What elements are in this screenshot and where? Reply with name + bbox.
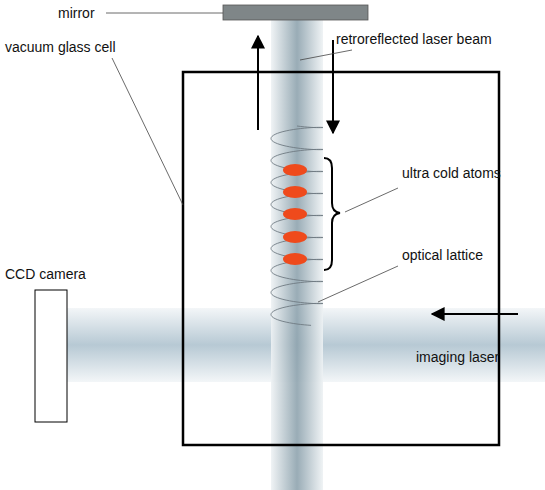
imaging-arrow <box>432 313 518 315</box>
leader-line <box>106 13 223 14</box>
glass-cell <box>183 72 499 445</box>
atom <box>283 164 307 176</box>
camera-label: CCD camera <box>5 266 86 282</box>
atom <box>283 186 307 198</box>
atoms <box>283 164 307 265</box>
atom <box>283 208 307 220</box>
cell-label: vacuum glass cell <box>5 39 116 55</box>
beam-label: retroreflected laser beam <box>336 31 492 47</box>
helix-stroke <box>271 126 323 325</box>
laser-label: imaging laser <box>416 349 499 365</box>
leader-line <box>318 266 398 302</box>
atom <box>283 253 307 265</box>
leader-line <box>112 58 183 205</box>
lattice-beam <box>271 20 323 490</box>
lattice-helix <box>271 126 323 325</box>
leader-line <box>345 188 398 212</box>
mirror-label: mirror <box>58 5 95 21</box>
brace <box>324 158 340 270</box>
atom <box>283 231 307 243</box>
ccd-camera <box>35 290 67 422</box>
atoms-label: ultra cold atoms <box>402 165 501 181</box>
up-arrow <box>257 36 259 130</box>
mirror <box>223 5 368 20</box>
leader-line <box>300 50 352 60</box>
lattice-label: optical lattice <box>402 247 483 263</box>
